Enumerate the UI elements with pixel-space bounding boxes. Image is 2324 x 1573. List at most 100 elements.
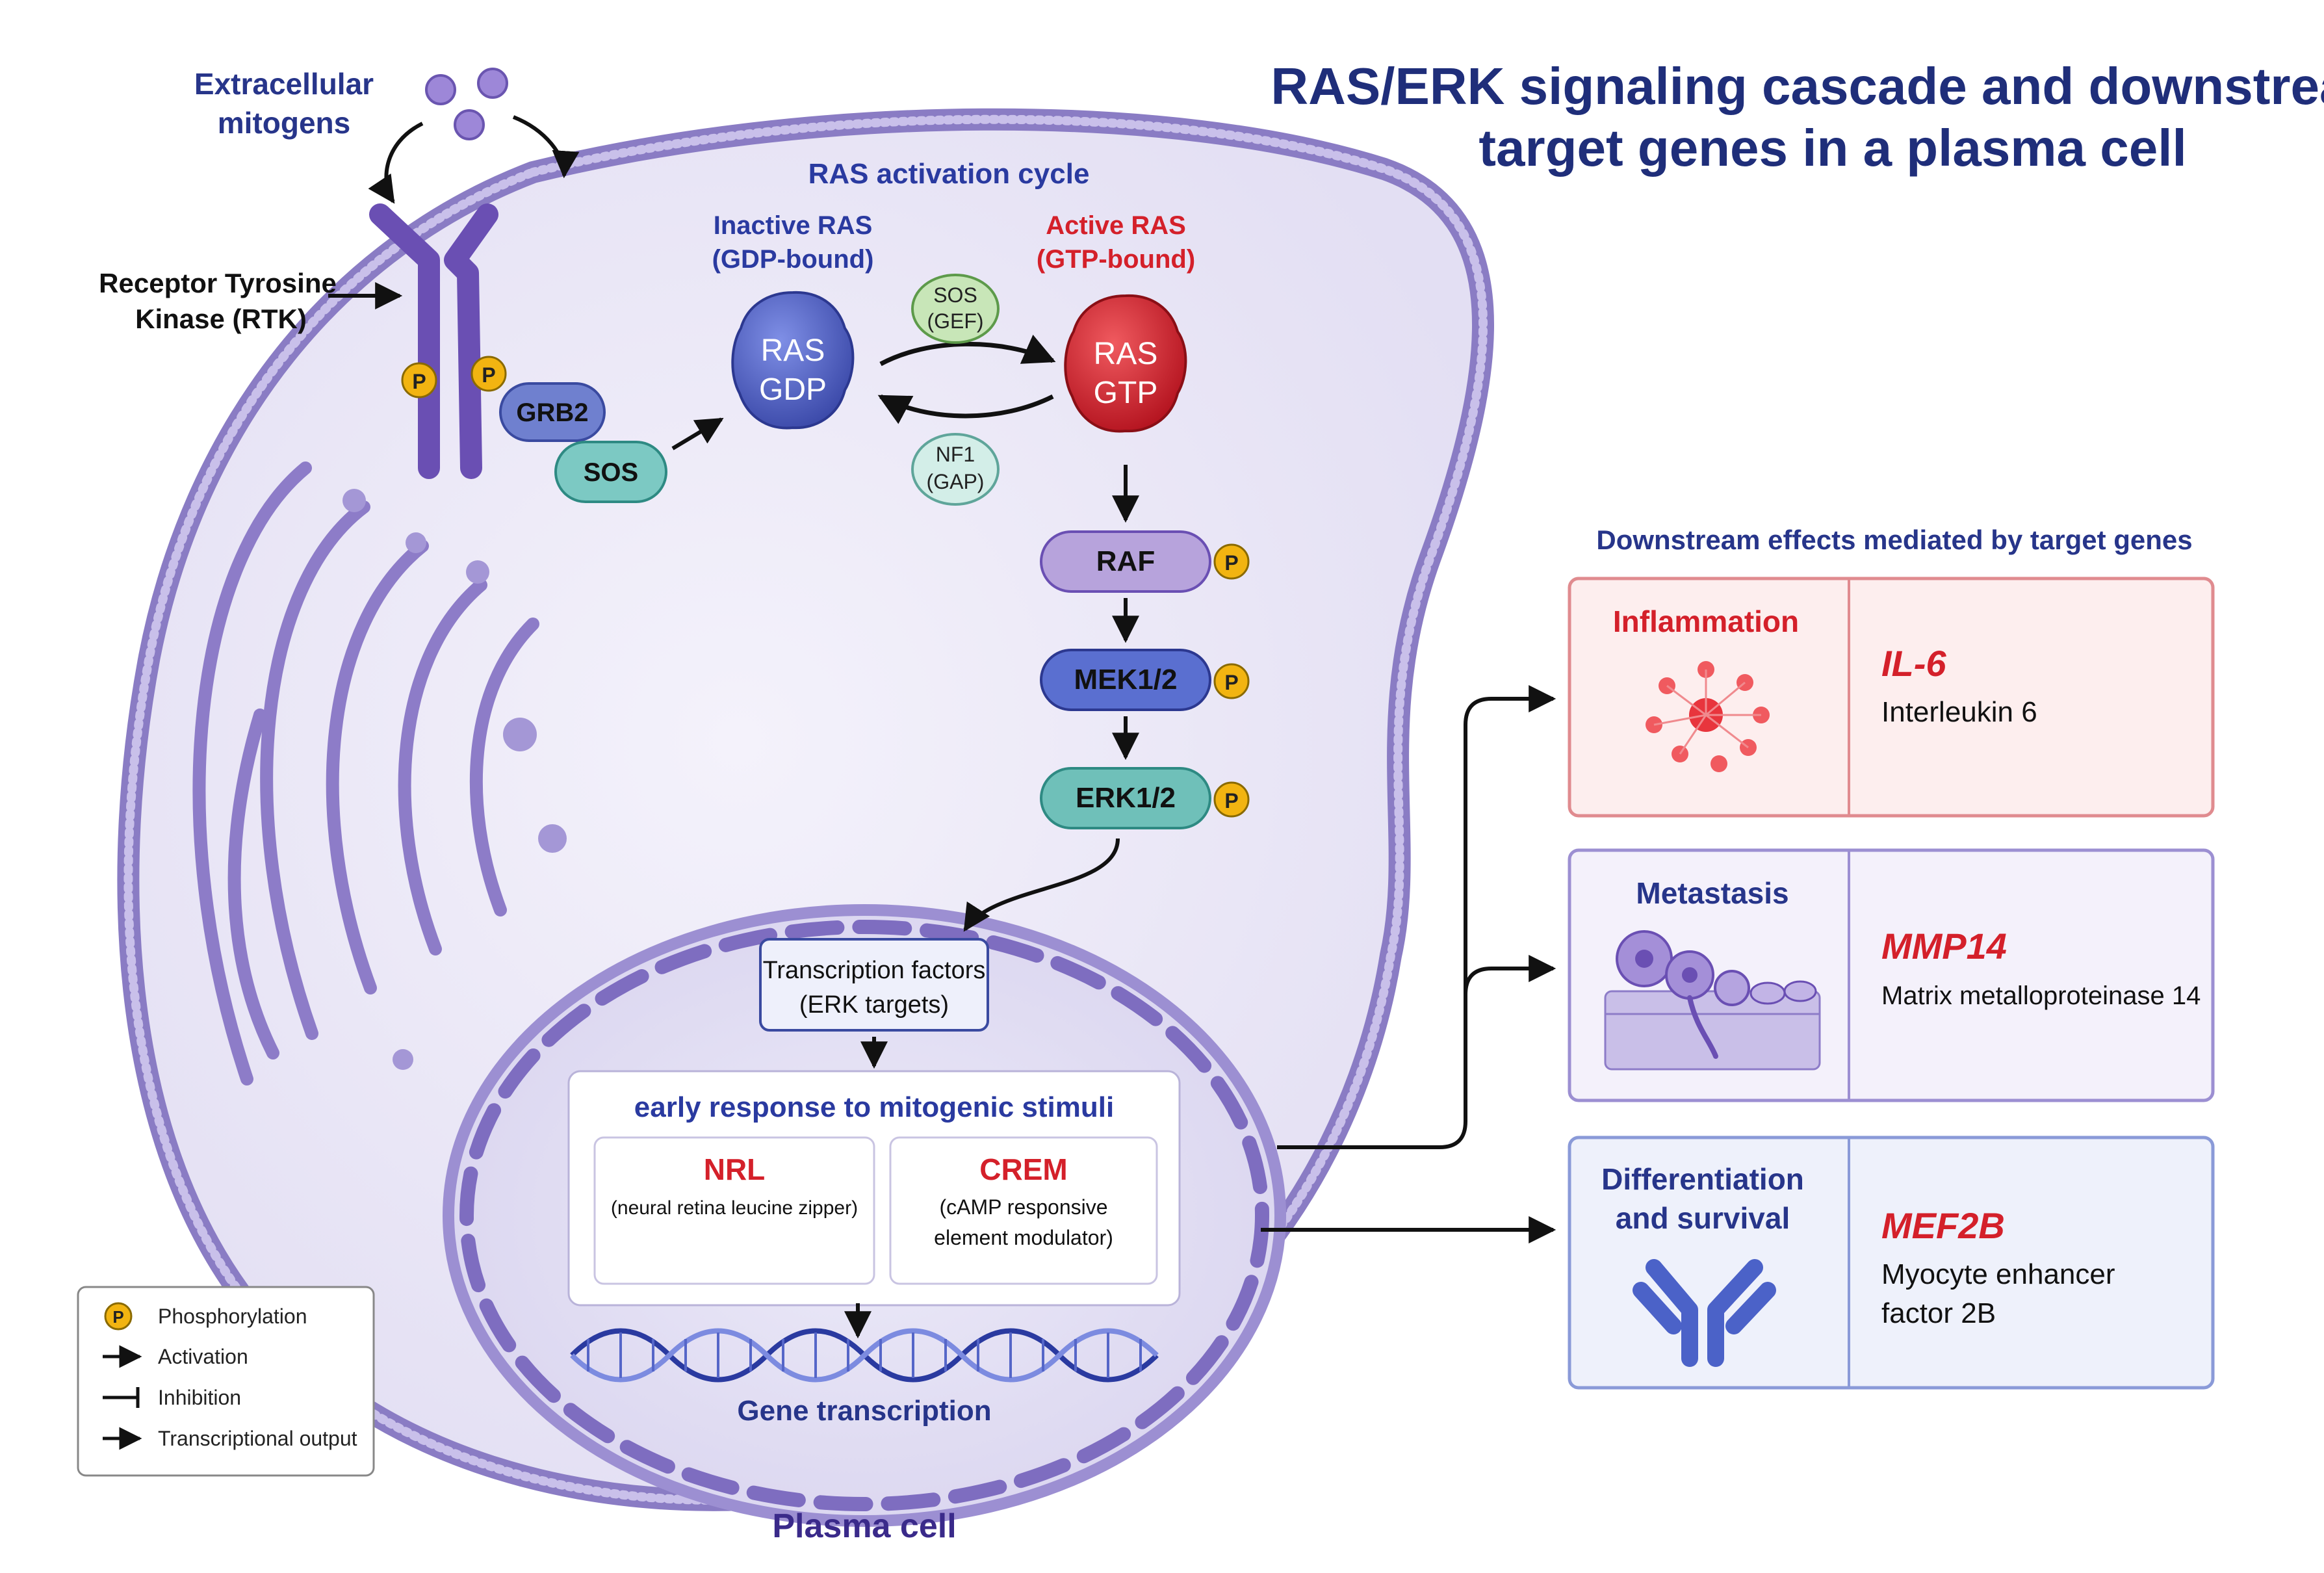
sos-gef-badge: SOS (GEF) (911, 274, 1000, 344)
legend-item-activation: Activation (103, 1345, 248, 1368)
ras-cycle-title: RAS activation cycle (808, 158, 1090, 190)
svg-text:SOS: SOS (584, 458, 638, 487)
nuclear-events: Transcription factors (ERK targets) earl… (567, 938, 1181, 1427)
mitogen-particle (477, 68, 508, 99)
gene-name: MEF2B (1881, 1205, 2005, 1246)
gene-description: Interleukin 6 (1881, 696, 2037, 728)
mitogens-label-line1: Extracellular (194, 67, 374, 101)
svg-text:(GAP): (GAP) (927, 470, 985, 493)
legend-item-phosphorylation: P Phosphorylation (104, 1302, 307, 1331)
svg-text:ERK1/2: ERK1/2 (1076, 782, 1176, 814)
tumor-invasion-icon (1604, 930, 1821, 1071)
mitogen-arrow-right (512, 115, 580, 179)
crem-description-line2: element modulator) (934, 1226, 1113, 1249)
output-arrow-mmp14 (1464, 955, 1556, 995)
svg-text:P: P (412, 370, 426, 393)
legend-item-transcriptional-output: Transcriptional output (103, 1427, 357, 1450)
svg-text:SOS: SOS (933, 283, 977, 307)
crem-description-line1: (cAMP responsive (939, 1195, 1107, 1219)
rtk-label-line2: Kinase (RTK) (135, 304, 307, 334)
dna-helix (570, 1328, 1159, 1383)
extracellular-mitogens: Extracellular mitogens (194, 67, 580, 204)
title-line2: target genes in a plasma cell (1478, 119, 2186, 177)
inactive-ras-label-line2: (GDP-bound) (712, 245, 874, 274)
svg-text:RAS: RAS (761, 333, 825, 368)
erk-kinase: ERK1/2 P (1040, 767, 1250, 829)
gene-description-line2: factor 2B (1881, 1297, 1996, 1329)
svg-text:Activation: Activation (158, 1345, 248, 1368)
svg-text:GDP: GDP (759, 372, 827, 407)
grb2-protein: GRB2 (499, 382, 606, 442)
plasma-cell-label: Plasma cell (772, 1507, 956, 1545)
svg-text:(ERK targets): (ERK targets) (799, 991, 949, 1019)
effect-category: Inflammation (1613, 604, 1799, 638)
svg-text:P: P (1224, 671, 1238, 694)
rtk-label-line1: Receptor Tyrosine (99, 268, 337, 298)
ras-gdp-protein: RAS GDP (731, 291, 855, 430)
rtk-phospho-left: P (401, 362, 437, 398)
gene-description: Matrix metalloproteinase 14 (1881, 982, 2201, 1010)
rtk-right-chain (444, 203, 498, 479)
sos-protein: SOS (554, 441, 667, 503)
gene-name: IL-6 (1881, 643, 1946, 684)
diagram-title: RAS/ERK signaling cascade and downstream… (1271, 57, 2324, 177)
effect-category-line1: Differentiation (1601, 1162, 1804, 1196)
svg-text:P: P (112, 1307, 123, 1327)
raf-kinase: RAF P (1040, 530, 1250, 593)
legend-item-inhibition: Inhibition (103, 1386, 241, 1409)
inactive-ras-label-line1: Inactive RAS (714, 211, 873, 240)
downstream-effects-panel: Downstream effects mediated by target ge… (1568, 525, 2215, 1390)
svg-text:(GEF): (GEF) (927, 309, 983, 333)
svg-text:RAS: RAS (1094, 337, 1158, 371)
ras-activation-arrow (879, 334, 1056, 367)
kinase-cascade: RAF P MEK1/2 P ERK1/2 P (963, 465, 1250, 932)
endoplasmic-reticulum (192, 462, 567, 1086)
mek-kinase: MEK1/2 P (1040, 649, 1250, 711)
effect-card-inflammation: Inflammation IL-6 Interleukin 6 (1568, 577, 2215, 818)
nrl-gene-card: NRL (neural retina leucine zipper) (593, 1136, 875, 1285)
receptor-tyrosine-kinase: Receptor Tyrosine Kinase (RTK) P P GRB2 … (99, 203, 724, 503)
ras-inactivation-arrow (877, 394, 1054, 424)
svg-text:NF1: NF1 (936, 443, 975, 466)
antibody-icon (1633, 1259, 1776, 1367)
svg-text:P: P (1224, 789, 1238, 812)
rtk-left-chain (369, 203, 440, 479)
mitogen-arrow-left (368, 122, 424, 204)
mek-phospho (1213, 663, 1250, 699)
title-line1: RAS/ERK signaling cascade and downstream (1271, 57, 2324, 115)
nf1-gap-badge: NF1 (GAP) (911, 433, 1000, 506)
svg-text:MEK1/2: MEK1/2 (1074, 664, 1178, 696)
transcriptional-output-arrows (1261, 685, 1556, 1243)
crem-gene-name: CREM (979, 1152, 1067, 1186)
mitogens-label-line2: mitogens (218, 106, 350, 140)
svg-text:Transcriptional output: Transcriptional output (158, 1427, 357, 1450)
svg-text:GTP: GTP (1094, 376, 1158, 410)
nrl-gene-description: (neural retina leucine zipper) (611, 1197, 858, 1219)
erk-to-nucleus-arrow (963, 838, 1120, 932)
ras-activation-cycle: RAS activation cycle Inactive RAS (GDP-b… (712, 158, 1195, 506)
crem-gene-card: CREM (cAMP responsive element modulator) (889, 1136, 1158, 1285)
svg-text:Inhibition: Inhibition (158, 1386, 241, 1409)
gene-name: MMP14 (1881, 926, 2007, 967)
early-response-box: early response to mitogenic stimuli NRL … (567, 1070, 1181, 1306)
cytokine-icon (1646, 661, 1770, 772)
output-arrow-il6 (1277, 685, 1556, 1149)
active-ras-label-line1: Active RAS (1046, 211, 1186, 240)
gene-description-line1: Myocyte enhancer (1881, 1258, 2115, 1290)
active-ras-label-line2: (GTP-bound) (1037, 245, 1195, 274)
effect-category: Metastasis (1636, 876, 1788, 910)
rtk-phospho-right: P (471, 356, 507, 392)
effect-card-metastasis: Metastasis MMP14 Matrix metalloproteinas… (1568, 848, 2215, 1102)
svg-text:RAF: RAF (1096, 545, 1155, 577)
raf-phospho (1213, 543, 1250, 580)
svg-text:GRB2: GRB2 (516, 398, 588, 427)
downstream-header: Downstream effects mediated by target ge… (1596, 525, 2192, 555)
gene-transcription-label: Gene transcription (737, 1395, 991, 1427)
legend: P Phosphorylation Activation Inhibition … (77, 1286, 375, 1477)
phospho-icon (104, 1302, 133, 1331)
effect-card-differentiation: Differentiation and survival MEF2B Myocy… (1568, 1136, 2215, 1390)
mitogen-particle (454, 109, 485, 140)
early-response-title: early response to mitogenic stimuli (634, 1091, 1114, 1123)
